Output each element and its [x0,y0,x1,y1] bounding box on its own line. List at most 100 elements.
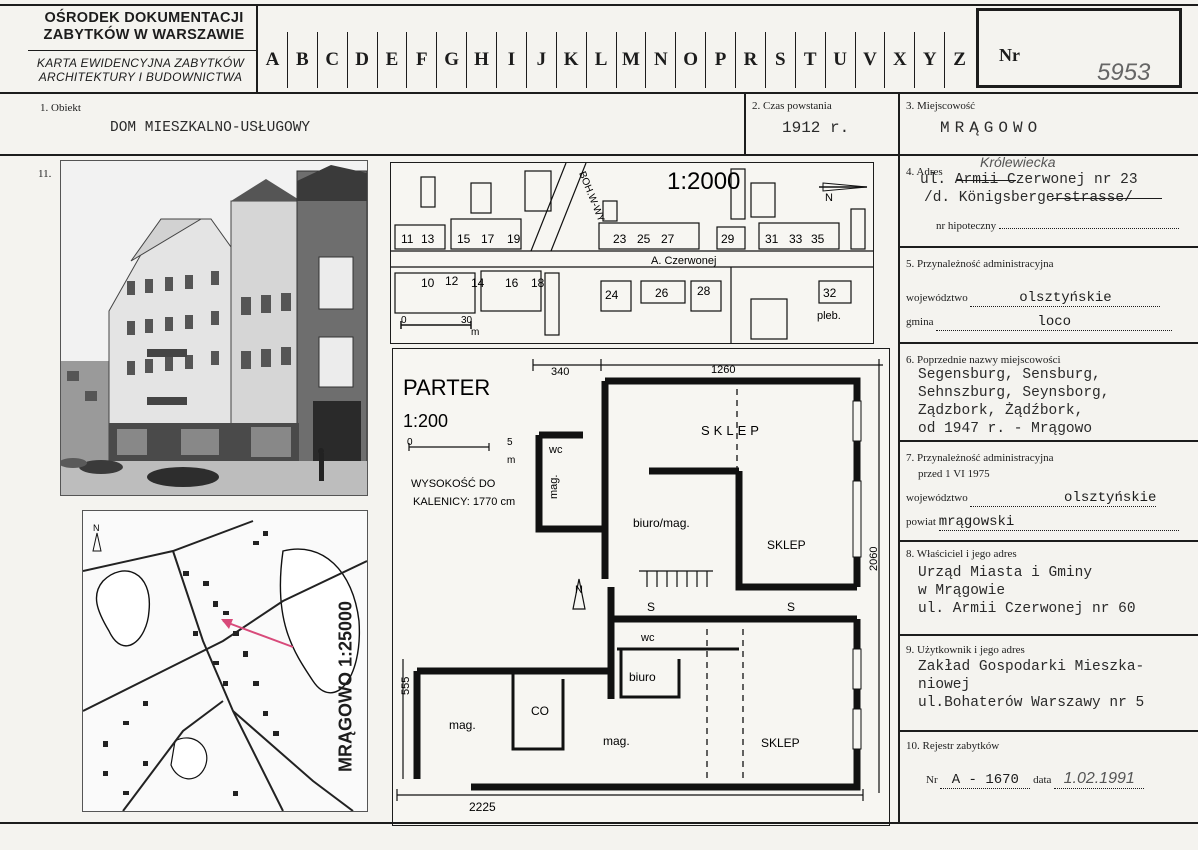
poprzednie-line: Segensburg, Sensburg, [918,367,1101,383]
floor-plan-title: PARTER [403,375,490,400]
site-plan-north: N [825,192,833,204]
poprzednie-line: Ządzbork, Żądźbork, [918,403,1084,419]
index-letter: E [376,32,407,88]
index-letter: D [346,32,377,88]
miejscowosc-label: 3. Miejscowość [906,100,976,112]
site-plan-house-number: 26 [655,286,669,300]
site-plan-house-number: 11 [401,232,414,246]
czas-label: 2. Czas powstania [752,100,832,112]
index-letter: M [615,32,646,88]
site-plan-house-number: 16 [505,276,519,290]
room-biuro-mag: biuro/mag. [633,516,690,530]
uzytkownik-lines: Zakład Gospodarki Mieszka-niowej ul.Bohat… [918,658,1144,712]
powiat-label: powiat [906,516,936,528]
adres-line-1: ul. Armii Czerwonej nr 23 [920,172,1138,188]
site-plan-drawing: 1:2000 BOH.W-WY A. Czerwonej N 0 30 m pl… [391,162,873,343]
uzytkownik-line: ul.Bohaterów Warszawy nr 5 [918,695,1145,711]
wlasciciel-line: ul. Armii Czerwonej nr 60 [918,601,1136,617]
dim-2060: 2060 [868,547,880,571]
rejestr-data-value: 1.02.1991 [1054,770,1145,789]
uzytkownik-line: Zakład Gospodarki Mieszka- [918,659,1145,675]
uzytkownik-line: niowej [918,677,971,693]
rejestr-row: Nr A - 1670 data 1.02.1991 [926,770,1145,789]
floor-plan: PARTER 1:200 0 5 m WYSOKOŚĆ DO KALENICY:… [392,348,890,826]
nr-label: Nr [999,45,1020,65]
rejestr-label: 10. Rejestr zabytków [906,740,1000,752]
gmina-label: gmina [906,316,934,328]
index-letter: P [705,32,735,88]
height-note-line-1: WYSOKOŚĆ DO [411,477,496,490]
nr-value: 5953 [1097,59,1151,86]
town-map-title-wrap: MRĄGOWO 1:25000 [331,581,361,801]
przyn-przed-sub: przed 1 VI 1975 [918,468,990,480]
obiekt-value: DOM MIESZKALNO-USŁUGOWY [110,120,311,136]
rejestr-data-label: data [1033,774,1052,786]
rule-6 [898,440,1198,442]
site-plan-house-number: 12 [445,274,459,288]
rule-4 [898,246,1198,248]
site-plan: 1:2000 BOH.W-WY A. Czerwonej N 0 30 m pl… [390,162,874,344]
photos-label: 11. [38,168,52,180]
wojewodztwo2-row: województwo olsztyńskie [906,490,1157,507]
wojewodztwo-row: województwo olsztyńskie [906,290,1161,307]
index-letter: S [764,32,795,88]
wojewodztwo2-value: olsztyńskie [970,490,1157,507]
row1-divider-a [744,92,746,154]
site-plan-house-number: 25 [637,232,651,246]
hipoteczny-row: nr hipoteczny [936,220,1179,232]
index-letter: F [406,32,436,88]
miejscowosc-value: MRĄGOWO [940,119,1043,137]
index-letter: B [286,32,317,88]
site-plan-street-diag: BOH.W-WY [576,170,606,224]
dim-340: 340 [551,366,569,378]
wojewodztwo-value: olsztyńskie [970,290,1161,307]
room-s-1: S [647,600,655,614]
room-wc-1: wc [548,444,563,456]
room-sklep-1: SKLEP [701,423,763,438]
site-plan-house-number: 13 [421,232,435,246]
site-plan-street-main: A. Czerwonej [651,255,716,267]
nr-box: Nr 5953 [976,8,1182,88]
przyn-przed-label: 7. Przynależność administracyjna [906,452,1054,464]
index-letter: J [525,32,556,88]
institution-line-1: OŚRODEK DOKUMENTACJI [44,10,244,26]
index-letter: K [555,32,586,88]
adres-strike-1 [956,180,1016,181]
index-letter: C [316,32,347,88]
gmina-value: loco [936,314,1173,331]
przynaleznosc-label: 5. Przynależność administracyjna [906,258,1054,270]
site-plan-house-number: 27 [661,232,675,246]
hipoteczny-dots [998,228,1179,229]
town-map-title: MRĄGOWO 1:25000 [335,600,356,773]
room-mag-small: mag. [548,475,560,499]
room-wc-2: wc [640,632,655,644]
rejestr-nr-label: Nr [926,774,938,786]
site-plan-house-number: 19 [507,232,521,246]
index-letter: G [436,32,466,88]
site-plan-house-number: 15 [457,232,471,246]
index-letter: I [496,32,526,88]
height-note-line-2: KALENICY: 1770 cm [413,496,515,508]
site-plan-scale: 1:2000 [667,168,740,195]
rule-8 [898,634,1198,636]
building-photo [60,160,368,496]
wlasciciel-line: w Mrągowie [918,583,1006,599]
site-plan-scale-m: m [471,327,479,338]
poprzednie-label: 6. Poprzednie nazwy miejscowości [906,354,1061,366]
site-plan-house-number: 28 [697,284,711,298]
header-subrule [28,50,256,51]
site-plan-house-number: 35 [811,232,825,246]
rule-9 [898,730,1198,732]
site-plan-house-number: 18 [531,276,545,290]
site-plan-house-number: 10 [421,276,435,290]
site-plan-house-number: 31 [765,232,779,246]
header-divider [256,4,258,92]
index-letter: T [794,32,825,88]
wojewodztwo-label: województwo [906,292,968,304]
wlasciciel-line: Urząd Miasta i Gminy [918,565,1093,581]
floor-plan-scale-5: 5 [507,437,513,448]
site-plan-house-number: 14 [471,276,485,290]
poprzednie-line: od 1947 r. - Mrągowo [918,421,1093,437]
